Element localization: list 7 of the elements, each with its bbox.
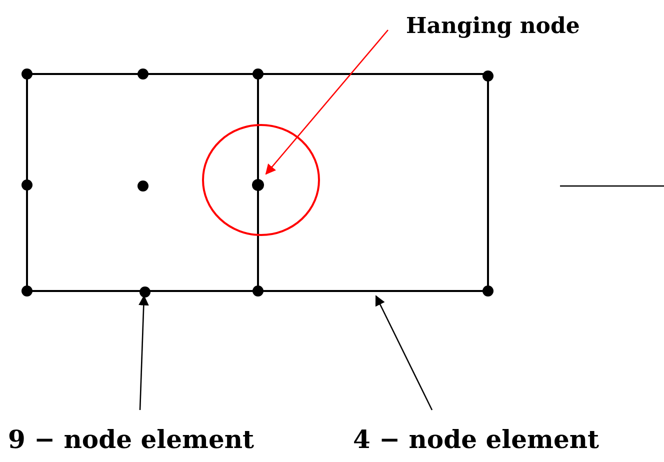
- leader-arrow: [265, 30, 388, 175]
- callout-label: 4 − node element: [353, 420, 658, 460]
- callout-label: 9 − node element: [8, 420, 320, 460]
- leader-arrow: [375, 295, 433, 410]
- callout-label: Hanging node: [406, 8, 626, 44]
- hanging-node-dot: [252, 179, 264, 191]
- leader-arrow: [138, 294, 149, 410]
